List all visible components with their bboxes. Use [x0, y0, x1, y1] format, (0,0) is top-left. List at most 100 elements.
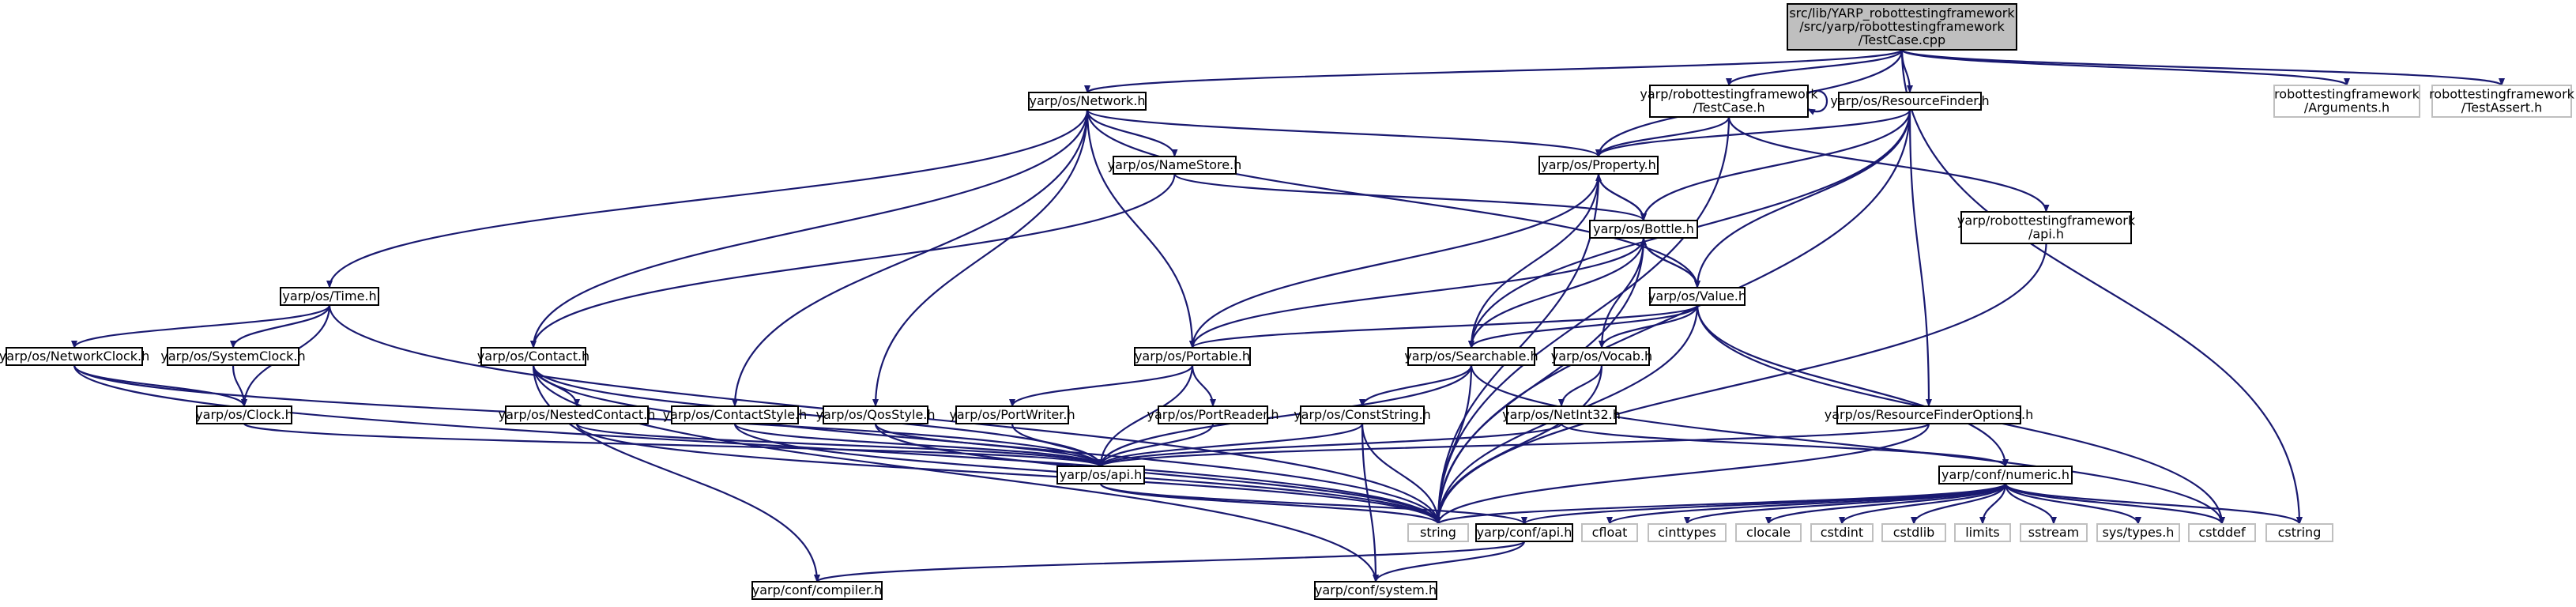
node-label: yarp/os/PortWriter.h	[949, 407, 1075, 422]
node-label: yarp/conf/compiler.h	[752, 582, 883, 598]
node-systypes: sys/types.h	[2096, 523, 2180, 542]
node-label: cfloat	[1592, 525, 1628, 540]
node-box	[1554, 347, 1650, 366]
edge-netint32-to-os_api	[1098, 422, 1563, 468]
node-box	[6, 347, 143, 366]
node-label: robottestingframework	[2429, 87, 2575, 102]
edge-numeric-to-cstdlib	[1911, 483, 2007, 525]
edge-bottle-to-searchable	[1468, 237, 1645, 349]
node-label: yarp/os/NameStore.h	[1108, 157, 1242, 172]
node-label: yarp/os/NetInt32.h	[1502, 407, 1621, 422]
node-box	[1810, 523, 1874, 542]
edge-property-to-portable	[1189, 173, 1600, 349]
edge-network-to-contactstyle	[732, 109, 1089, 407]
node-cinttypes: cinttypes	[1648, 523, 1727, 542]
node-rtf_testcase[interactable]: yarp/robottestingframework/TestCase.h	[1640, 85, 1818, 118]
edge-qosstyle-to-os_api	[874, 423, 1104, 467]
edge-conststring-to-os_api	[1098, 423, 1364, 467]
node-label: src/lib/YARP_robottestingframework	[1789, 6, 2015, 21]
node-label: /api.h	[2028, 227, 2064, 242]
node-label: yarp/os/ResourceFinder.h	[1830, 93, 1989, 108]
node-resfinderopts[interactable]: yarp/os/ResourceFinderOptions.h	[1825, 405, 2033, 424]
node-label: yarp/conf/system.h	[1315, 582, 1437, 598]
edge-portable-to-portwriter	[1009, 364, 1194, 407]
node-box	[1056, 466, 1145, 484]
node-label: cinttypes	[1658, 525, 1716, 540]
node-portreader[interactable]: yarp/os/PortReader.h	[1147, 405, 1279, 424]
edge-rtf_testcase-to-rtf_testcase	[1807, 89, 1828, 115]
node-box	[1838, 92, 1982, 111]
node-network[interactable]: yarp/os/Network.h	[1028, 92, 1147, 111]
edges-layer	[71, 48, 2505, 583]
node-box	[1938, 466, 2073, 484]
node-bottle[interactable]: yarp/os/Bottle.h	[1589, 220, 1698, 239]
node-numeric[interactable]: yarp/conf/numeric.h	[1938, 466, 2073, 484]
node-rtf_api[interactable]: yarp/robottestingframework/api.h	[1957, 211, 2136, 244]
node-box	[1158, 405, 1268, 424]
node-compiler[interactable]: yarp/conf/compiler.h	[751, 581, 883, 600]
node-label: yarp/os/Network.h	[1030, 93, 1146, 108]
node-vocab[interactable]: yarp/os/Vocab.h	[1551, 347, 1652, 366]
node-label: yarp/os/NetworkClock.h	[0, 349, 149, 364]
edge-conf_api-to-system	[1373, 541, 1526, 582]
node-label: /TestAssert.h	[2461, 100, 2542, 115]
node-box	[1134, 347, 1251, 366]
node-resfinder[interactable]: yarp/os/ResourceFinder.h	[1830, 92, 1990, 111]
edge-numeric-to-cstddef	[2004, 483, 2225, 525]
edge-os_api-to-conf_api	[1099, 482, 1527, 526]
edge-contact-to-system	[532, 364, 1379, 582]
edge-network-to-namestore	[1086, 109, 1178, 157]
node-portable[interactable]: yarp/os/Portable.h	[1134, 347, 1251, 366]
node-box	[1407, 523, 1469, 542]
node-box	[2188, 523, 2256, 542]
edge-time-to-systemclock	[230, 304, 331, 349]
edge-numeric-to-limits	[1979, 483, 2007, 525]
node-label: yarp/os/Clock.h	[195, 407, 293, 422]
node-contact[interactable]: yarp/os/Contact.h	[477, 347, 589, 366]
node-label: yarp/os/PortReader.h	[1147, 407, 1279, 422]
edge-numeric-to-cinttypes	[1684, 483, 2007, 525]
node-label: yarp/os/Time.h	[282, 288, 376, 304]
edge-nestedcontact-to-string	[575, 423, 1441, 525]
node-conststring[interactable]: yarp/os/ConstString.h	[1294, 405, 1431, 424]
node-box	[2096, 523, 2180, 542]
node-os_api[interactable]: yarp/os/api.h	[1056, 466, 1145, 484]
node-system[interactable]: yarp/conf/system.h	[1314, 581, 1437, 600]
edge-os_api-to-string	[1099, 482, 1441, 526]
node-cfloat: cfloat	[1581, 523, 1638, 542]
node-namestore[interactable]: yarp/os/NameStore.h	[1108, 156, 1242, 175]
edge-value-to-portable	[1189, 304, 1699, 349]
edge-contact-to-compiler	[532, 364, 820, 582]
edge-value-to-vocab	[1599, 304, 1699, 349]
node-conf_api[interactable]: yarp/conf/api.h	[1475, 523, 1573, 542]
node-networkclock[interactable]: yarp/os/NetworkClock.h	[0, 347, 149, 366]
node-value[interactable]: yarp/os/Value.h	[1648, 287, 1746, 306]
edge-portable-to-os_api	[1098, 364, 1194, 467]
node-systemclock[interactable]: yarp/os/SystemClock.h	[160, 347, 306, 366]
node-searchable[interactable]: yarp/os/Searchable.h	[1404, 347, 1538, 366]
node-time[interactable]: yarp/os/Time.h	[280, 287, 379, 306]
node-label: clocale	[1746, 525, 1791, 540]
node-label: yarp/os/api.h	[1060, 467, 1143, 482]
node-box	[671, 405, 799, 424]
node-root[interactable]: src/lib/YARP_robottestingframework/src/y…	[1787, 3, 2017, 51]
edge-network-to-time	[326, 109, 1089, 288]
edge-namestore-to-bottle	[1173, 172, 1647, 222]
node-property[interactable]: yarp/os/Property.h	[1538, 156, 1659, 175]
edge-value-to-bottle	[1640, 237, 1699, 288]
node-cstring: cstring	[2265, 523, 2333, 542]
nodes-layer: src/lib/YARP_robottestingframework/src/y…	[0, 3, 2575, 600]
node-qosstyle[interactable]: yarp/os/QosStyle.h	[815, 405, 936, 424]
edge-conststring-to-string	[1361, 423, 1441, 525]
node-label: yarp/os/QosStyle.h	[815, 407, 935, 422]
node-box	[167, 347, 299, 366]
node-sstream: sstream	[2020, 523, 2088, 542]
node-netint32[interactable]: yarp/os/NetInt32.h	[1502, 405, 1621, 424]
node-clock[interactable]: yarp/os/Clock.h	[195, 405, 293, 424]
node-label: /Arguments.h	[2304, 100, 2390, 115]
node-contactstyle[interactable]: yarp/os/ContactStyle.h	[663, 405, 808, 424]
node-box	[196, 405, 292, 424]
node-nestedcontact[interactable]: yarp/os/NestedContact.h	[499, 405, 656, 424]
node-portwriter[interactable]: yarp/os/PortWriter.h	[949, 405, 1075, 424]
edge-conf_api-to-compiler	[814, 540, 1526, 583]
